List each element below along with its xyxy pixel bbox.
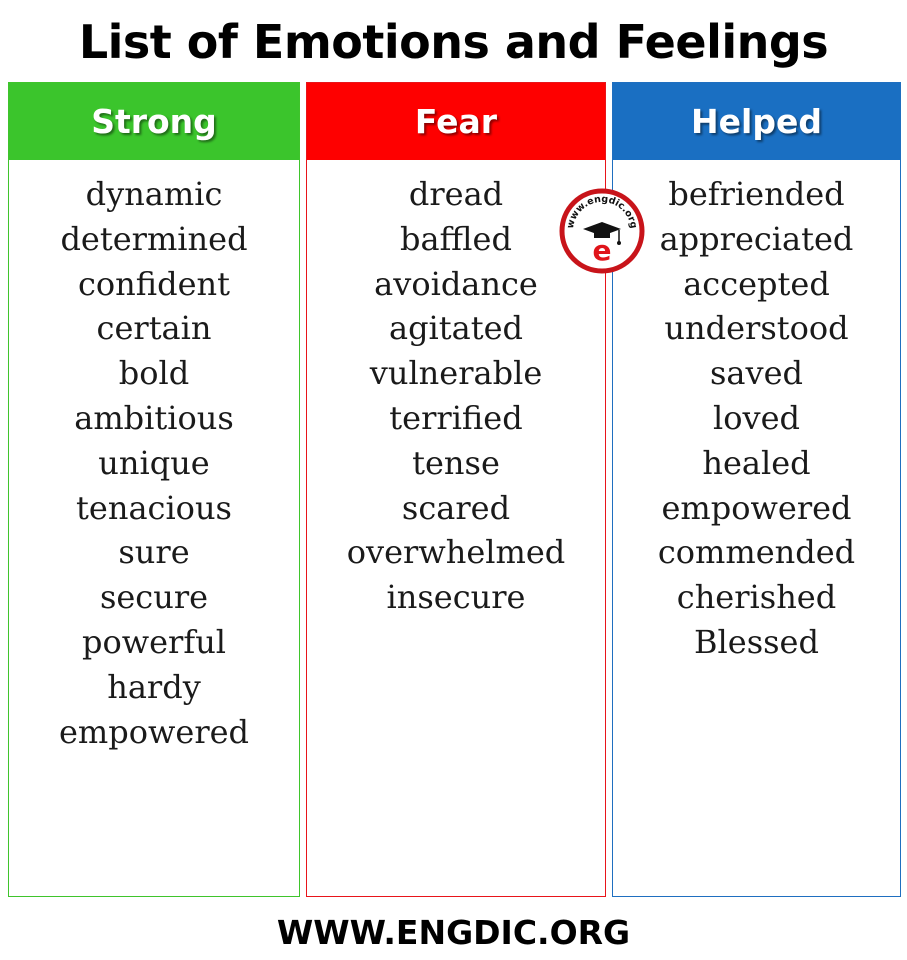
column-strong: Strong dynamic determined confident certain… [8,82,300,897]
column-header-fear: Fear [307,83,605,160]
word-item: cherished [676,578,837,617]
word-item: tenacious [76,488,232,527]
logo-letter: e [593,234,612,267]
column-helped: Helped befriended appreciated accepted unde… [612,82,901,897]
word-item: insecure [386,578,526,617]
word-item: dread [408,175,504,213]
column-header-helped: Helped [613,83,900,160]
word-item: empowered [661,488,852,527]
graduation-cap-icon [583,222,621,245]
word-item: unique [98,443,210,482]
word-item: bold [118,354,190,393]
word-item: vulnerable [369,354,543,393]
column-header-strong: Strong [9,83,299,160]
word-item: tense [412,443,500,482]
word-item: powerful [81,622,227,661]
word-item: confident [77,264,231,303]
word-item: healed [702,443,811,482]
word-item: accepted [683,264,830,303]
word-item: saved [710,354,803,393]
word-item: overwhelmed [346,533,566,572]
word-item: commended [657,533,856,572]
column-fear: Fear dread baffled avoidance agitated vulner… [306,82,606,897]
word-item: secure [99,578,209,617]
word-list-strong: dynamic determined confident certain bold amb… [9,160,299,754]
word-list-helped: befriended appreciated accepted understood s… [613,160,900,665]
word-item: loved [713,398,800,437]
word-item: Blessed [694,622,819,661]
word-item: dynamic [85,175,223,213]
engdic-logo: www.engdic.org e [559,188,645,274]
word-item: empowered [58,712,250,751]
word-item: certain [96,309,212,348]
word-list-fear: dread baffled avoidance agitated vulnerable t… [307,160,605,620]
word-item: ambitious [74,398,234,437]
word-item: agitated [388,309,523,348]
page-title: List of Emotions and Feelings [78,15,829,69]
word-item: terrified [389,398,523,437]
footer-url: WWW.ENGDIC.ORG [276,913,631,952]
word-item: determined [60,219,248,258]
word-item: scared [401,488,511,527]
word-item: befriended [668,175,845,213]
word-item: baffled [400,219,512,258]
word-item: hardy [107,667,201,706]
word-item: sure [118,533,190,572]
word-item: avoidance [374,264,538,303]
word-item: understood [664,309,849,348]
word-item: appreciated [659,219,854,258]
